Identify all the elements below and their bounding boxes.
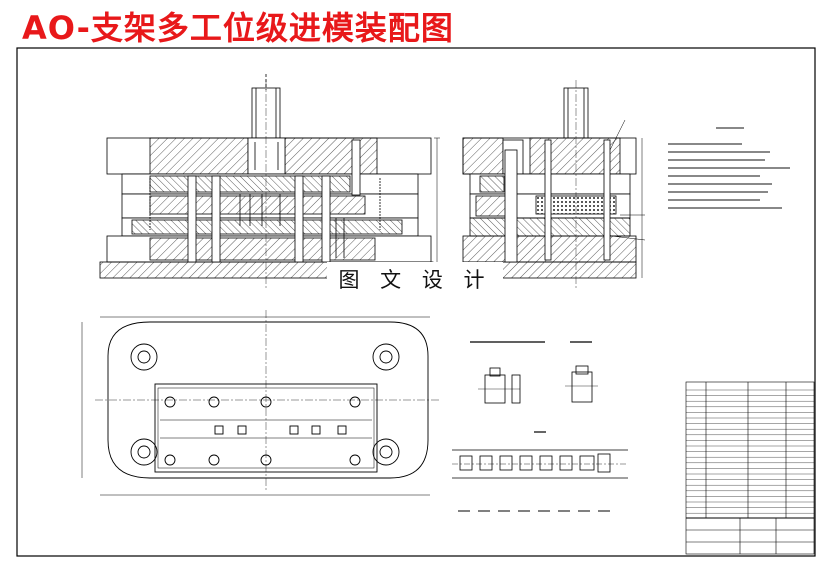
part-drawing — [470, 341, 598, 433]
side-section-view — [462, 80, 646, 290]
parts-list-title-block — [685, 381, 815, 555]
drawing-title: AO-支架多工位级进模装配图 — [22, 9, 454, 47]
bom-rows — [686, 389, 814, 514]
lower-die-plan-view — [81, 310, 440, 496]
strip-layout — [452, 449, 628, 512]
watermark-text: 图 文 设 计 — [327, 262, 503, 298]
sheet-border — [16, 47, 816, 557]
technical-requirements-notes — [668, 127, 790, 209]
main-section-view — [99, 74, 440, 290]
